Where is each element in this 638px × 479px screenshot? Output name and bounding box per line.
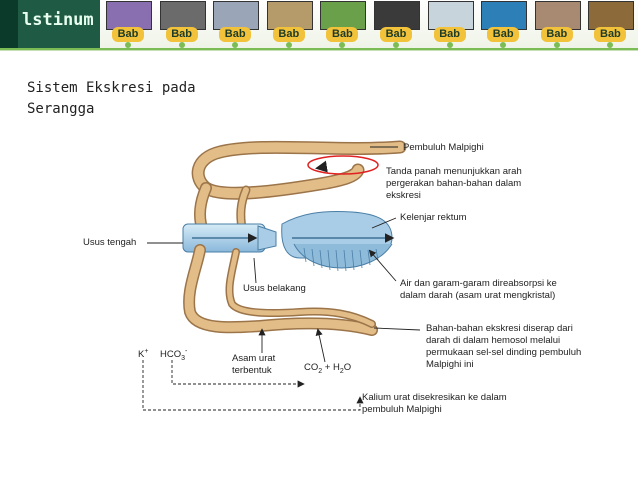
malpighian-tubule-lower [183, 244, 378, 336]
chapter-nav-item[interactable]: Bab [586, 0, 635, 48]
chapter-nav-label: Bab [380, 27, 412, 42]
label-tanda-panah: Tanda panah menunjukkan arah pergerakan … [386, 166, 522, 201]
nav-dot-icon [285, 42, 292, 48]
gut [182, 223, 277, 253]
chapter-nav-item[interactable]: Bab [426, 0, 474, 48]
microscope-image-icon [106, 1, 152, 30]
label-air-garam: Air dan garam-garam direabsorpsi ke dala… [400, 278, 557, 301]
label-k-ion: K+ [138, 348, 149, 361]
header-divider-light [0, 50, 638, 51]
label-kelenjar-rektum: Kelenjar rektum [400, 212, 467, 223]
people-image-icon [588, 1, 635, 30]
pointer-lines [142, 146, 421, 411]
header-divider [0, 48, 638, 50]
xray-image-icon [374, 1, 420, 30]
rectal-gland [281, 211, 395, 272]
label-kalium-urat: Kalium urat disekresikan ke dalam pembul… [362, 392, 507, 415]
chapter-nav-item[interactable]: Bab [104, 0, 152, 48]
flow-arrow-tubule [315, 160, 351, 173]
chapter-nav-item[interactable]: Bab [533, 0, 581, 48]
nav-dot-icon [446, 42, 453, 48]
nav-dot-icon [500, 42, 507, 48]
chapter-nav-item[interactable]: Bab [211, 0, 260, 48]
nav-dot-icon [393, 42, 399, 48]
chapter-nav-label: Bab [219, 27, 252, 42]
logo[interactable]: lstinum [0, 0, 100, 48]
label-asam-urat: Asam urat terbentuk [232, 353, 276, 376]
nav-dot-icon [553, 42, 560, 48]
chapter-nav-label: Bab [540, 27, 573, 42]
chapter-nav-label: Bab [433, 27, 466, 42]
chapter-nav-item[interactable]: Bab [318, 0, 367, 48]
label-pembuluh-malpighi: Pembuluh Malpighi [403, 142, 484, 153]
logo-strip [0, 0, 18, 48]
highlight-ellipse [307, 155, 379, 175]
chapter-nav-label: Bab [165, 27, 198, 42]
chapter-nav-label: Bab [326, 27, 359, 42]
chapter-nav-label: Bab [487, 27, 520, 42]
nav-dot-icon [607, 42, 614, 48]
chapter-nav-label: Bab [594, 27, 627, 42]
chapter-nav-label: Bab [112, 27, 144, 42]
nav-dot-icon [339, 42, 346, 48]
chapter-nav-item[interactable]: Bab [265, 0, 313, 48]
label-usus-tengah: Usus tengah [83, 237, 137, 248]
label-usus-belakang: Usus belakang [243, 283, 306, 294]
header-bar: lstinum Bab Bab Bab Bab Bab Bab Bab Bab Bab Bab [0, 0, 638, 51]
nav-dot-icon [232, 42, 239, 48]
nav-dot-icon [178, 42, 185, 48]
chapter-nav-item[interactable]: Bab [158, 0, 206, 48]
chapter-nav-item[interactable]: Bab [479, 0, 528, 48]
label-bahan-bahan: Bahan-bahan ekskresi diserap dari darah … [426, 323, 582, 370]
chapter-nav-label: Bab [272, 27, 305, 42]
label-co2-h2o: CO2 + H2O [304, 362, 352, 375]
chapter-nav-item[interactable]: Bab [372, 0, 420, 48]
page-title: Sistem Ekskresi pada Serangga [27, 80, 196, 117]
logo-text: lstinum [22, 10, 94, 30]
label-hco3: HCO3- [160, 348, 188, 363]
nav-dot-icon [125, 42, 131, 48]
skeleton-image-icon [213, 1, 260, 30]
